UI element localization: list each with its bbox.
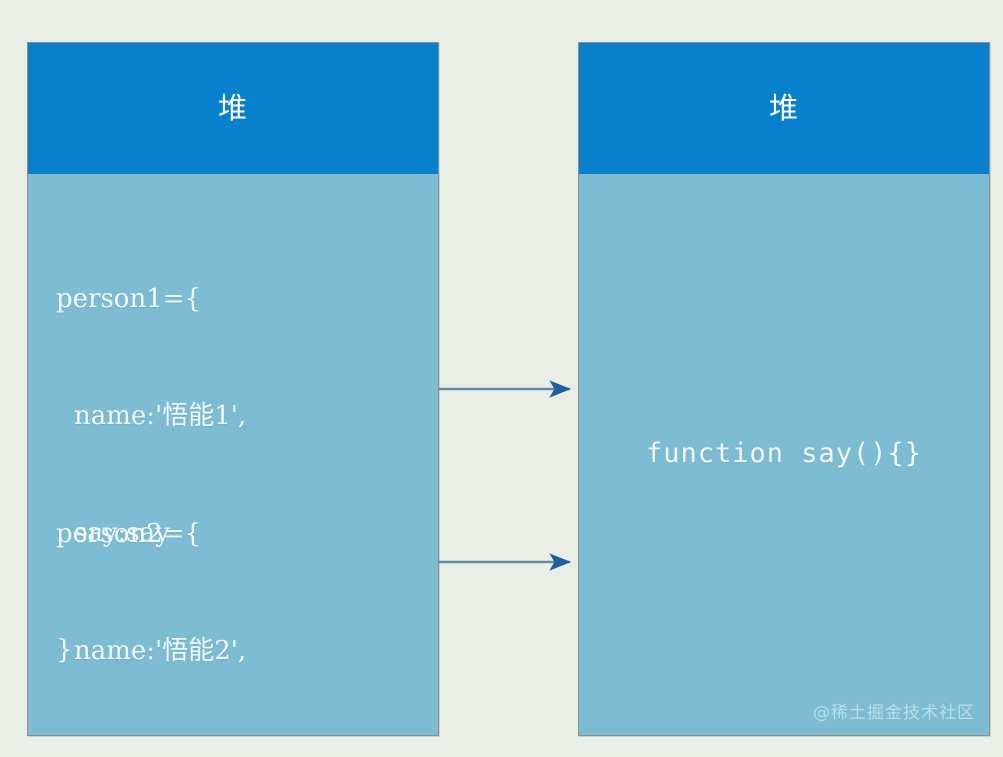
heap-panel-left-header: 堆	[28, 43, 438, 174]
heap-panel-right-title: 堆	[768, 91, 799, 125]
heap-panel-left-title: 堆	[217, 91, 248, 125]
heap-panel-right: 堆 function say(){} @稀土掘金技术社区	[578, 42, 990, 736]
code-line: person1={	[56, 284, 202, 314]
object-block-person1: person1={ name:'悟能1', say:say }	[56, 202, 247, 735]
code-line: name:'悟能2',	[74, 636, 247, 666]
heap-panel-right-body: function say(){} @稀土掘金技术社区	[579, 174, 989, 735]
code-line: say:say	[74, 518, 170, 548]
code-line: }	[56, 635, 73, 665]
code-line: person2={	[56, 519, 202, 549]
object-block-person2: person2={ name:'悟能2', say:say }	[56, 437, 247, 735]
heap-panel-left: 堆 person1={ name:'悟能1', say:say } person…	[27, 42, 439, 736]
heap-panel-left-body: person1={ name:'悟能1', say:say } person2=…	[28, 174, 438, 735]
heap-panel-right-header: 堆	[579, 43, 989, 174]
code-line: name:'悟能1',	[74, 401, 247, 431]
watermark: @稀土掘金技术社区	[813, 703, 975, 723]
function-say-declaration: function say(){}	[645, 438, 923, 469]
